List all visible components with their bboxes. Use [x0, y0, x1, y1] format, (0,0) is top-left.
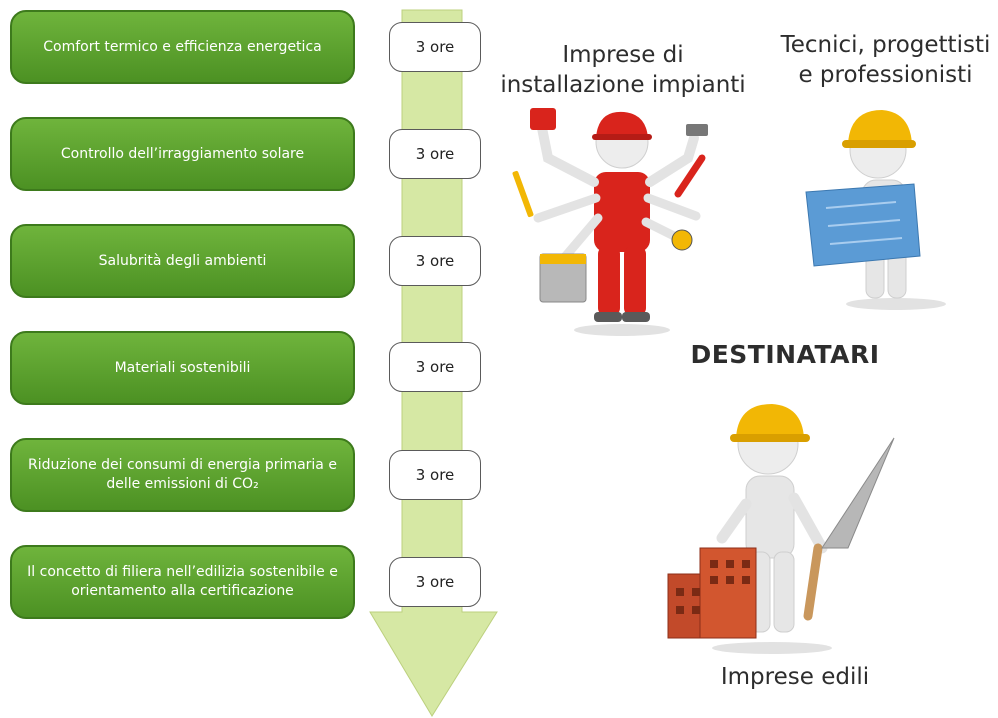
hours-label: 3 ore: [415, 358, 455, 376]
hours-badge: 3 ore: [389, 129, 481, 179]
engineer-figure-icon: [805, 110, 946, 310]
builder-figure-icon: [667, 404, 895, 654]
installer-figure-icon: [512, 108, 708, 336]
hours-label: 3 ore: [415, 573, 455, 591]
module-box: Controllo dell’irraggiamento solare: [10, 117, 355, 191]
module-box: Riduzione dei consumi di energia primari…: [10, 438, 355, 512]
hours-badge: 3 ore: [389, 557, 481, 607]
hours-label: 3 ore: [415, 38, 455, 56]
module-title: Il concetto di filiera nell’edilizia sos…: [27, 564, 338, 599]
hours-badge: 3 ore: [389, 22, 481, 72]
audience-heading: DESTINATARI: [690, 340, 880, 369]
module-box: Comfort termico e efficienza energetica: [10, 10, 355, 84]
module-title: Comfort termico e efficienza energetica: [43, 38, 322, 55]
audience-label-technicians: Tecnici, progettisti e professionisti: [780, 32, 991, 88]
audience-label-installers: Imprese di installazione impianti: [500, 42, 746, 98]
audience-label-builders: Imprese edili: [720, 664, 870, 690]
module-title: Riduzione dei consumi di energia primari…: [28, 457, 337, 492]
hours-label: 3 ore: [415, 252, 455, 270]
module-title: Salubrità degli ambienti: [98, 252, 267, 269]
module-box: Il concetto di filiera nell’edilizia sos…: [10, 545, 355, 619]
module-box: Materiali sostenibili: [10, 331, 355, 405]
module-title: Controllo dell’irraggiamento solare: [60, 145, 305, 162]
hours-badge: 3 ore: [389, 450, 481, 500]
module-title: Materiali sostenibili: [114, 359, 251, 376]
module-box: Salubrità degli ambienti: [10, 224, 355, 298]
hours-label: 3 ore: [415, 145, 455, 163]
hours-badge: 3 ore: [389, 342, 481, 392]
hours-badge: 3 ore: [389, 236, 481, 286]
hours-label: 3 ore: [415, 466, 455, 484]
